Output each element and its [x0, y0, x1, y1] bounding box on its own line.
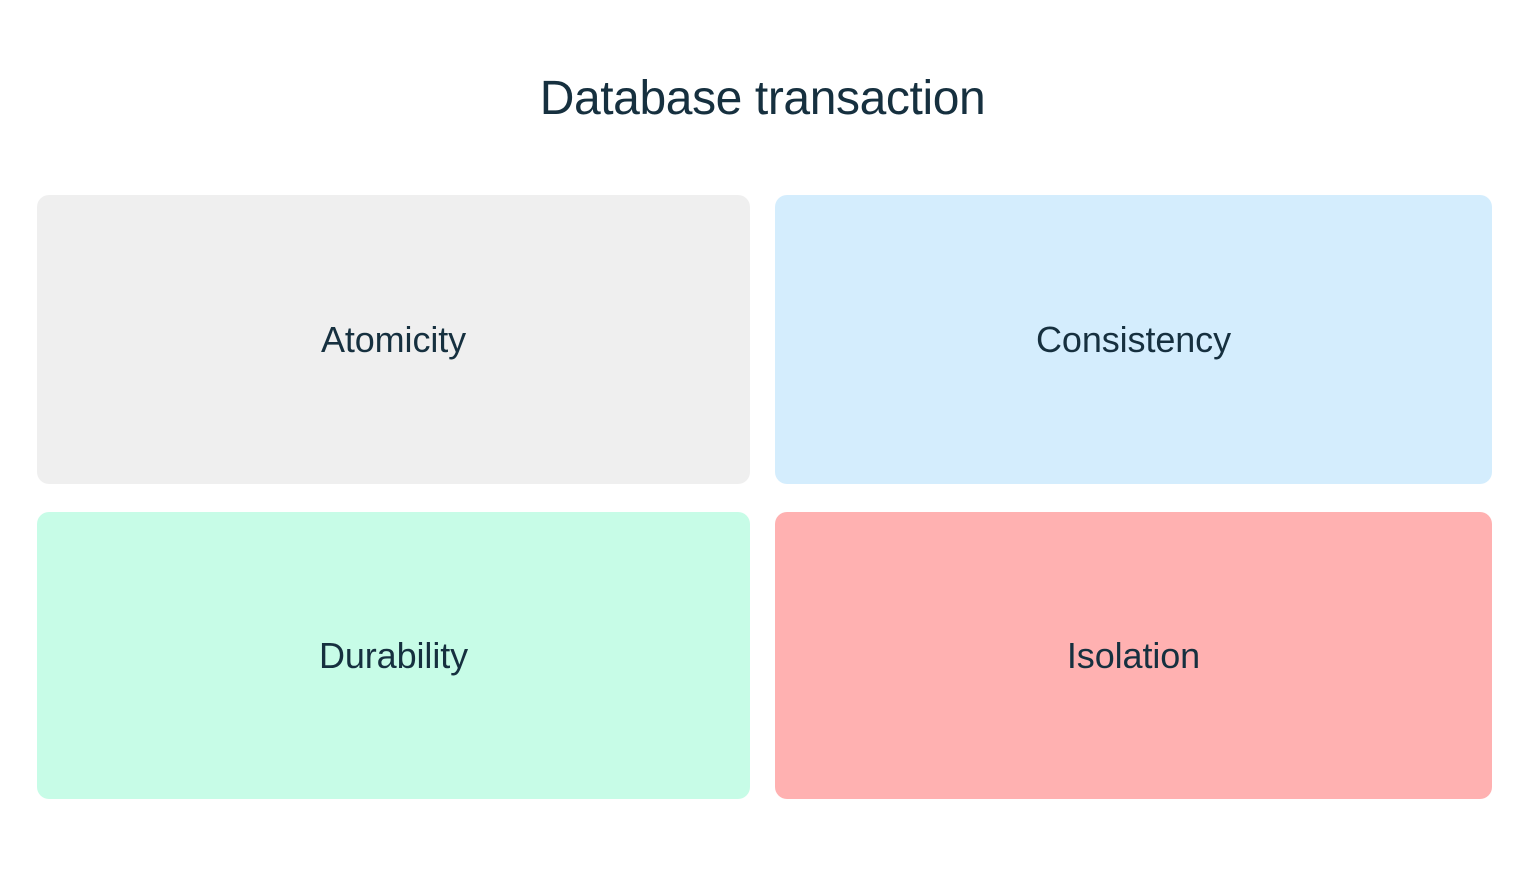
card-atomicity[interactable]: Atomicity — [37, 195, 750, 484]
card-atomicity-label: Atomicity — [320, 318, 467, 360]
card-consistency[interactable]: Consistency — [775, 195, 1492, 484]
card-consistency-label: Consistency — [1036, 318, 1231, 360]
card-durability[interactable]: Durability — [37, 512, 750, 799]
concept-card-grid: Atomicity Consistency Durability Isolati… — [37, 195, 1492, 799]
card-isolation-label: Isolation — [1066, 634, 1201, 676]
page-title: Database transaction — [539, 72, 986, 125]
card-isolation[interactable]: Isolation — [775, 512, 1492, 799]
card-durability-label: Durability — [318, 634, 469, 676]
